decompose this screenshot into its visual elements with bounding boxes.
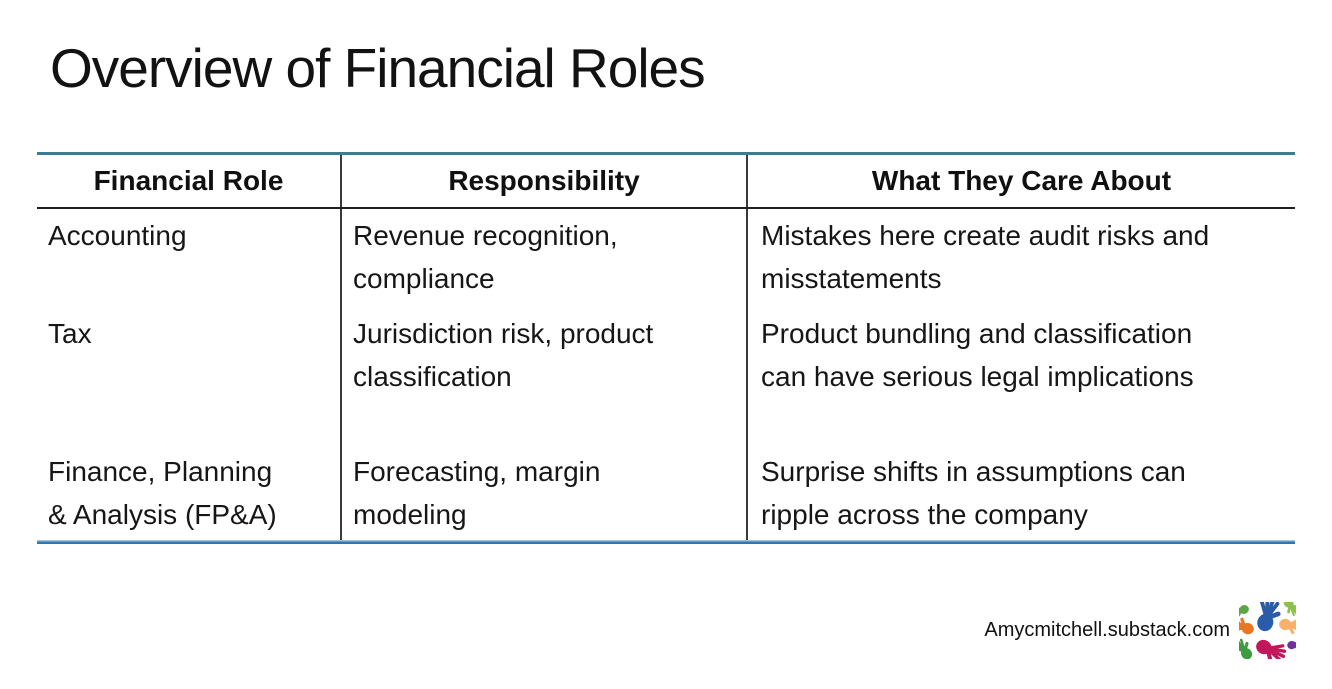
role-cell: Accounting [37, 208, 341, 307]
role-cell: Finance, Planning & Analysis (FP&A) [37, 445, 341, 540]
responsibility-cell: Jurisdiction risk, product classificatio… [340, 307, 748, 445]
page-title: Overview of Financial Roles [50, 37, 706, 99]
responsibility-text: Revenue recognition, compliance [353, 220, 618, 294]
hands-logo-icon [1239, 602, 1296, 659]
care-about-text: Mistakes here create audit risks and mis… [761, 220, 1210, 294]
role-cell: Tax [37, 307, 341, 445]
responsibility-cell: Forecasting, margin modeling [340, 445, 748, 540]
care-about-text: Surprise shifts in assumptions can rippl… [761, 456, 1186, 530]
table-header-row: Financial Role Responsibility What They … [37, 153, 1295, 209]
care-about-cell: Mistakes here create audit risks and mis… [747, 208, 1295, 307]
table-row: Tax Jurisdiction risk, product classific… [37, 307, 1295, 445]
column-header-what-they-care-about: What They Care About [747, 153, 1295, 209]
footer-url: Amycmitchell.substack.com [984, 619, 1230, 641]
footer: Amycmitchell.substack.com [984, 602, 1296, 659]
care-about-cell: Product bundling and classification can … [747, 307, 1295, 445]
responsibility-text: Forecasting, margin modeling [353, 456, 601, 530]
role-text: Accounting [48, 220, 187, 251]
role-text: Tax [48, 318, 92, 349]
financial-roles-table: Financial Role Responsibility What They … [37, 152, 1295, 540]
column-header-responsibility: Responsibility [340, 153, 748, 209]
care-about-cell: Surprise shifts in assumptions can rippl… [747, 445, 1295, 540]
responsibility-text: Jurisdiction risk, product classificatio… [353, 318, 654, 392]
responsibility-cell: Revenue recognition, compliance [340, 208, 748, 307]
care-about-text: Product bundling and classification can … [761, 318, 1194, 392]
role-text: Finance, Planning & Analysis (FP&A) [48, 456, 277, 530]
financial-roles-table-container: Financial Role Responsibility What They … [37, 152, 1295, 544]
column-header-financial-role: Financial Role [37, 153, 341, 209]
table-row: Accounting Revenue recognition, complian… [37, 208, 1295, 307]
table-row: Finance, Planning & Analysis (FP&A) Fore… [37, 445, 1295, 540]
